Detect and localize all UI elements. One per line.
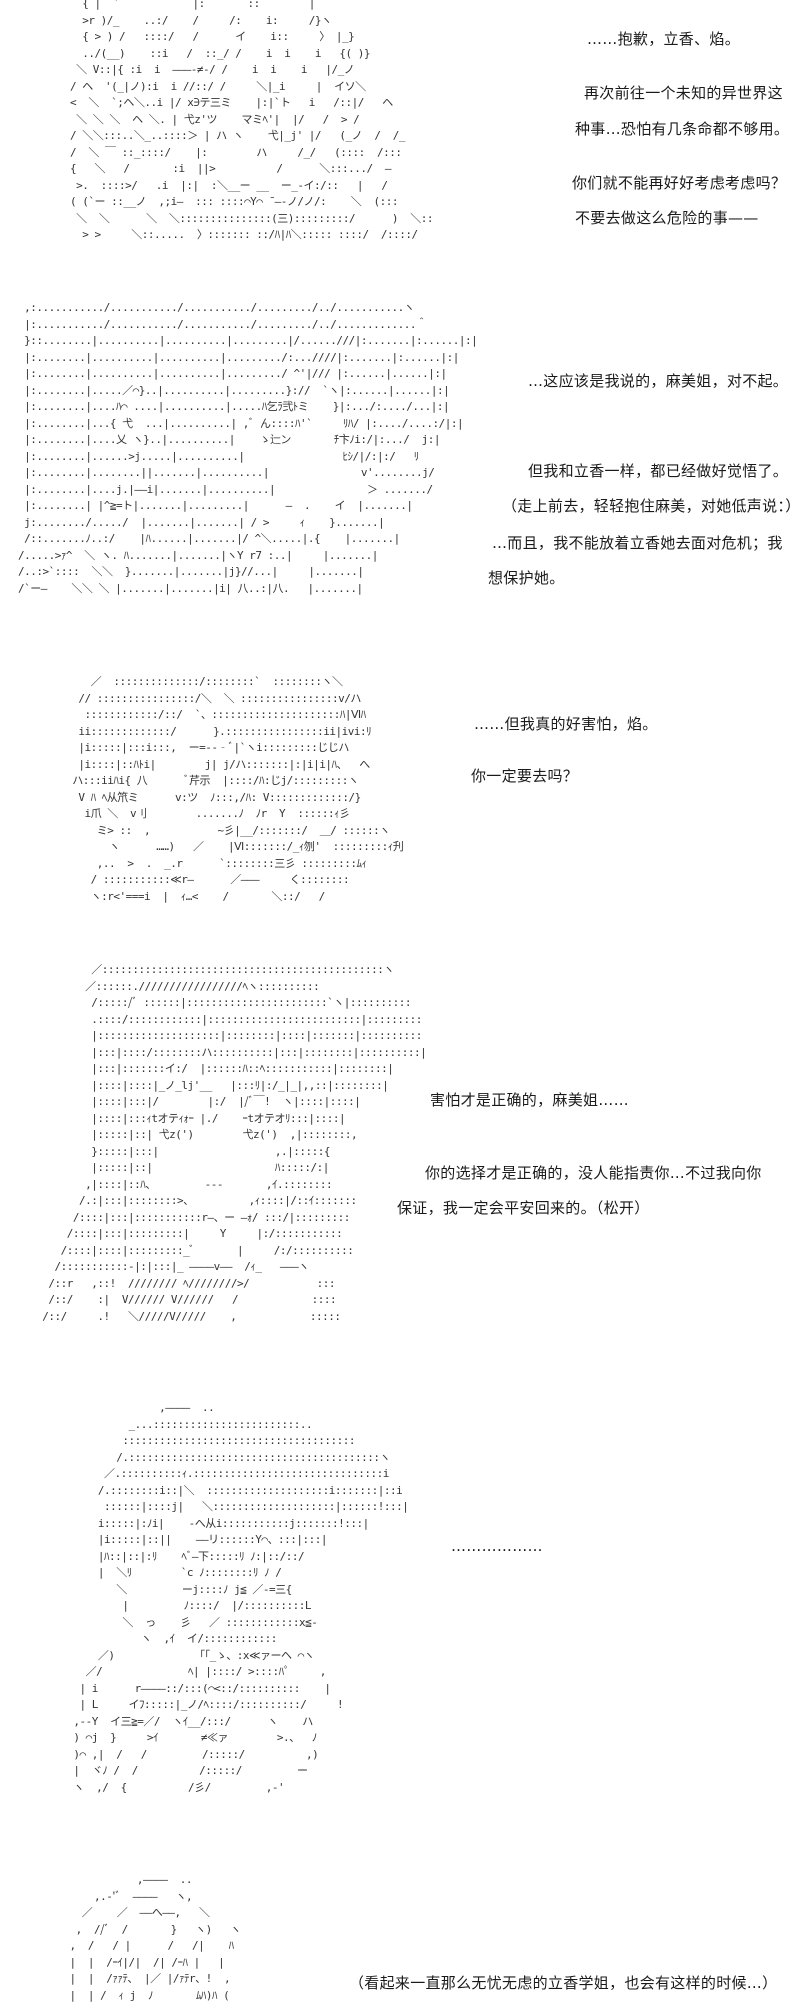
dialogue-line: 你一定要去吗？ xyxy=(471,767,579,785)
dialogue-line: 你的选择才是正确的，没人能指责你…不过我向你 xyxy=(425,1164,762,1182)
dialogue-line: ……抱歉，立香、焰。 xyxy=(587,30,741,48)
ascii-art-panel-4: ／:::::::::::::::::::::::::::::::::::::::… xyxy=(42,963,427,1323)
dialogue-line: …而且，我不能放着立香她去面对危机；我 xyxy=(492,534,783,552)
dialogue-line: 你们就不能再好好考虑考虑吗？ xyxy=(572,174,787,192)
ascii-art-panel-2: ,:.........../.........../.........../..… xyxy=(18,301,478,595)
dialogue-line: 害怕才是正确的，麻美姐…… xyxy=(430,1091,629,1109)
dialogue-line: 种事…恐怕有几条命都不够用。 xyxy=(575,120,790,138)
dialogue-line: 再次前往一个未知的异世界这 xyxy=(584,84,783,102)
dialogue-line: 不要去做这么危险的事—— xyxy=(575,209,759,227)
dialogue-line: ……………… xyxy=(451,1537,543,1555)
dialogue-line: 想保护她。 xyxy=(488,569,565,587)
dialogue-line: 但我和立香一样，都已经做好觉悟了。 xyxy=(528,462,789,480)
ascii-art-panel-3: ／ ::::::::::::::/::::::::` ::::::::ヽ＼ //… xyxy=(72,675,404,903)
dialogue-line: （走上前去，轻轻抱住麻美，对她低声说：） xyxy=(502,497,800,515)
ascii-art-panel-5: ,―――― .. _...::::::::::::::::::::::::.. … xyxy=(73,1401,409,1794)
dialogue-line: …这应该是我说的，麻美姐，对不起。 xyxy=(528,372,789,390)
ascii-art-panel-1: { | ` |: :: | >r )/_ ..:/ / /: i: /}ヽ { … xyxy=(70,0,434,241)
ascii-art-panel-6: ,―――― .. ,.‐'ﾞ ―――― ヽ, ／ ／ ――へ――, ＼ , //… xyxy=(69,1873,241,2002)
dialogue-line: 保证，我一定会平安回来的。（松开） xyxy=(397,1199,650,1217)
dialogue-line: （看起来一直那么无忧无虑的立香学姐，也会有这样的时候…） xyxy=(349,1974,778,1992)
dialogue-line: ……但我真的好害怕，焰。 xyxy=(474,715,658,733)
